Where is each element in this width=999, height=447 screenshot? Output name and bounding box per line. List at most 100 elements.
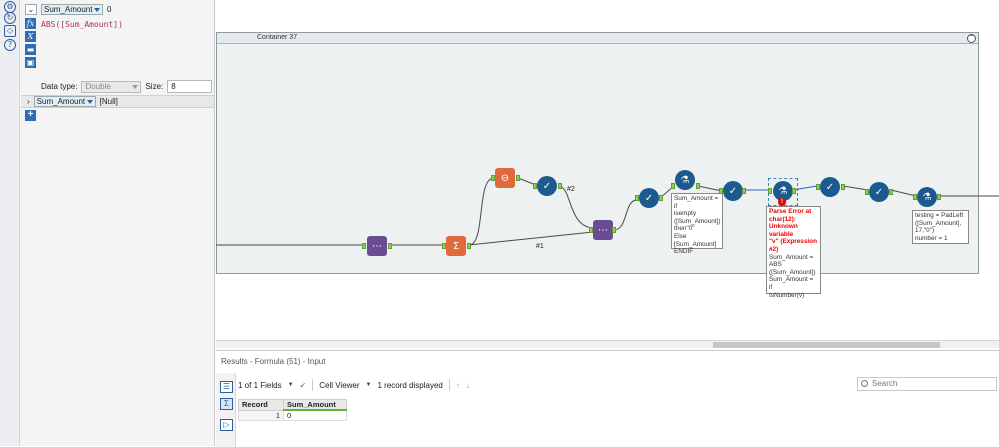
results-toolbar: 1 of 1 Fields ▼ ✔ Cell Viewer ▼ 1 record… — [238, 378, 470, 392]
input-anchor[interactable] — [865, 189, 869, 195]
output-field-select[interactable]: Sum_Amount — [41, 4, 103, 15]
tool-formula-3[interactable]: ⚗ — [917, 187, 937, 207]
annotation-formula-2: Sum_Amount = ABS ([Sum_Amount]) Sum_Amou… — [769, 253, 816, 299]
output-anchor[interactable] — [889, 189, 893, 195]
column-header-sum-amount[interactable]: Sum_Amount — [283, 399, 347, 411]
input-anchor[interactable] — [913, 194, 917, 200]
select-tool-icon: ⋯ — [372, 240, 382, 252]
workflow-canvas[interactable]: Container 37 ⌃ ⋯ Σ ⊖ ✓ #2 #1 — [216, 0, 999, 340]
table-cell[interactable]: 0 — [283, 409, 347, 421]
connection-line — [697, 185, 723, 192]
tag-icon[interactable]: ▷ — [220, 419, 233, 431]
input-anchor[interactable] — [589, 227, 593, 233]
output-anchor[interactable] — [612, 227, 616, 233]
sigma-icon: Σ — [452, 240, 460, 252]
output-anchor[interactable] — [696, 183, 700, 189]
chevron-down-icon[interactable]: ▼ — [287, 382, 294, 388]
results-panel: Results - Formula (51) - Input ☰ Σ ▷ 1 o… — [216, 350, 999, 447]
search-placeholder: Search — [872, 379, 898, 388]
input-anchor[interactable] — [635, 195, 639, 201]
output-anchor[interactable] — [558, 183, 562, 189]
annotation-error: Parse Error at char(12): Unknown variabl… — [766, 206, 821, 299]
output-anchor[interactable] — [937, 194, 941, 200]
input-anchor[interactable] — [719, 188, 723, 194]
fx-icon[interactable]: fx — [25, 18, 36, 29]
column-header-record[interactable]: Record — [238, 399, 284, 411]
input-anchor[interactable] — [768, 188, 772, 194]
size-input[interactable]: 8 — [167, 80, 213, 93]
x-variable-icon[interactable]: X — [25, 31, 36, 42]
search-icon — [861, 380, 868, 387]
tag-icon[interactable]: ◇ — [4, 25, 16, 37]
fields-selector[interactable]: 1 of 1 Fields — [238, 380, 282, 390]
collapse-icon[interactable]: ⌃ — [967, 34, 976, 43]
output-anchor[interactable] — [841, 184, 845, 190]
tool-formula-1[interactable]: ⚗ — [675, 170, 695, 190]
canvas-horizontal-scrollbar[interactable] — [216, 340, 999, 348]
chevron-down-icon[interactable]: ▼ — [365, 382, 372, 388]
chevron-right-icon[interactable]: › — [27, 97, 30, 106]
input-anchor[interactable] — [816, 184, 820, 190]
tool-union[interactable]: ⋯ — [593, 220, 613, 240]
output-anchor[interactable] — [792, 188, 796, 194]
folder-icon[interactable]: ▬ — [25, 44, 36, 55]
connection-line — [468, 231, 594, 246]
tool-select-records-1[interactable]: ✓ — [537, 176, 557, 196]
arrow-down-icon[interactable]: ↓ — [465, 380, 470, 390]
add-expression-button[interactable]: + — [25, 110, 36, 121]
output-anchor[interactable] — [742, 188, 746, 194]
tool-select-records-3[interactable]: ✓ — [723, 181, 743, 201]
tool-summarize[interactable]: Σ — [446, 236, 466, 256]
tool-select-records-5[interactable]: ✓ — [869, 182, 889, 202]
output-anchor[interactable] — [467, 243, 471, 249]
connection-icon[interactable]: ↻ — [4, 12, 16, 24]
search-input[interactable]: Search — [857, 377, 997, 391]
connections-layer — [216, 177, 999, 246]
dropdown-arrow-icon — [86, 99, 93, 104]
output-anchor[interactable] — [516, 175, 520, 181]
tool-sample[interactable]: ⊖ — [495, 168, 515, 188]
save-icon[interactable]: ▣ — [25, 57, 36, 68]
input-anchor[interactable] — [442, 243, 446, 249]
output-field-select-2[interactable]: Sum_Amount — [33, 96, 96, 107]
help-icon[interactable]: ? — [4, 39, 16, 51]
tool-select-records-4[interactable]: ✓ — [820, 177, 840, 197]
cell-viewer-button[interactable]: Cell Viewer — [319, 380, 360, 390]
checkmark-icon: ✓ — [728, 185, 738, 197]
results-table: Record Sum_Amount 1 0 — [238, 399, 347, 421]
arrow-up-icon[interactable]: ↑ — [455, 380, 460, 390]
input-anchor[interactable] — [491, 175, 495, 181]
input-anchor[interactable] — [671, 183, 675, 189]
data-type-row: Data type: Double Size: 8 — [41, 80, 213, 93]
checkmark-icon: ✓ — [644, 192, 654, 204]
container-header[interactable]: Container 37 ⌃ — [217, 33, 978, 44]
connection-line — [468, 177, 495, 246]
table-view-icon[interactable]: ☰ — [220, 381, 233, 393]
tool-select-1[interactable]: ⋯ — [367, 236, 387, 256]
input-anchor[interactable] — [362, 243, 366, 249]
output-anchor[interactable] — [388, 243, 392, 249]
checkmark-icon: ✓ — [825, 181, 835, 193]
expression-tool-buttons: fx X ▬ ▣ — [25, 18, 37, 70]
data-type-select[interactable]: Double — [81, 80, 142, 93]
expression-editor[interactable]: ABS([Sum_Amount]) — [41, 20, 123, 29]
metadata-icon[interactable]: Σ — [220, 398, 233, 410]
input-anchor[interactable] — [533, 183, 537, 189]
flask-icon: ⚗ — [778, 185, 788, 197]
tool-select-records-2[interactable]: ✓ — [639, 188, 659, 208]
annotation-formula-1: Sum_Amount = if isempty ([Sum_Amount]) t… — [671, 193, 723, 255]
output-anchor[interactable] — [659, 195, 663, 201]
checkmark-icon[interactable]: ✔ — [299, 380, 307, 390]
connection-line — [613, 199, 638, 231]
results-title: Results - Formula (51) - Input — [221, 357, 326, 366]
data-type-label: Data type: — [41, 82, 78, 91]
tool-formula-2-error[interactable]: ⚗ — [773, 181, 793, 201]
checkmark-icon: ✓ — [874, 186, 884, 198]
toolbar-divider — [312, 379, 314, 391]
scrollbar-thumb[interactable] — [713, 342, 940, 348]
field-preview-value-2: [Null] — [99, 97, 118, 106]
table-row[interactable]: 1 0 — [238, 409, 347, 421]
connection-label: #2 — [567, 186, 575, 193]
chevron-down-icon[interactable]: ⌄ — [25, 4, 37, 15]
checkmark-icon: ✓ — [542, 180, 552, 192]
